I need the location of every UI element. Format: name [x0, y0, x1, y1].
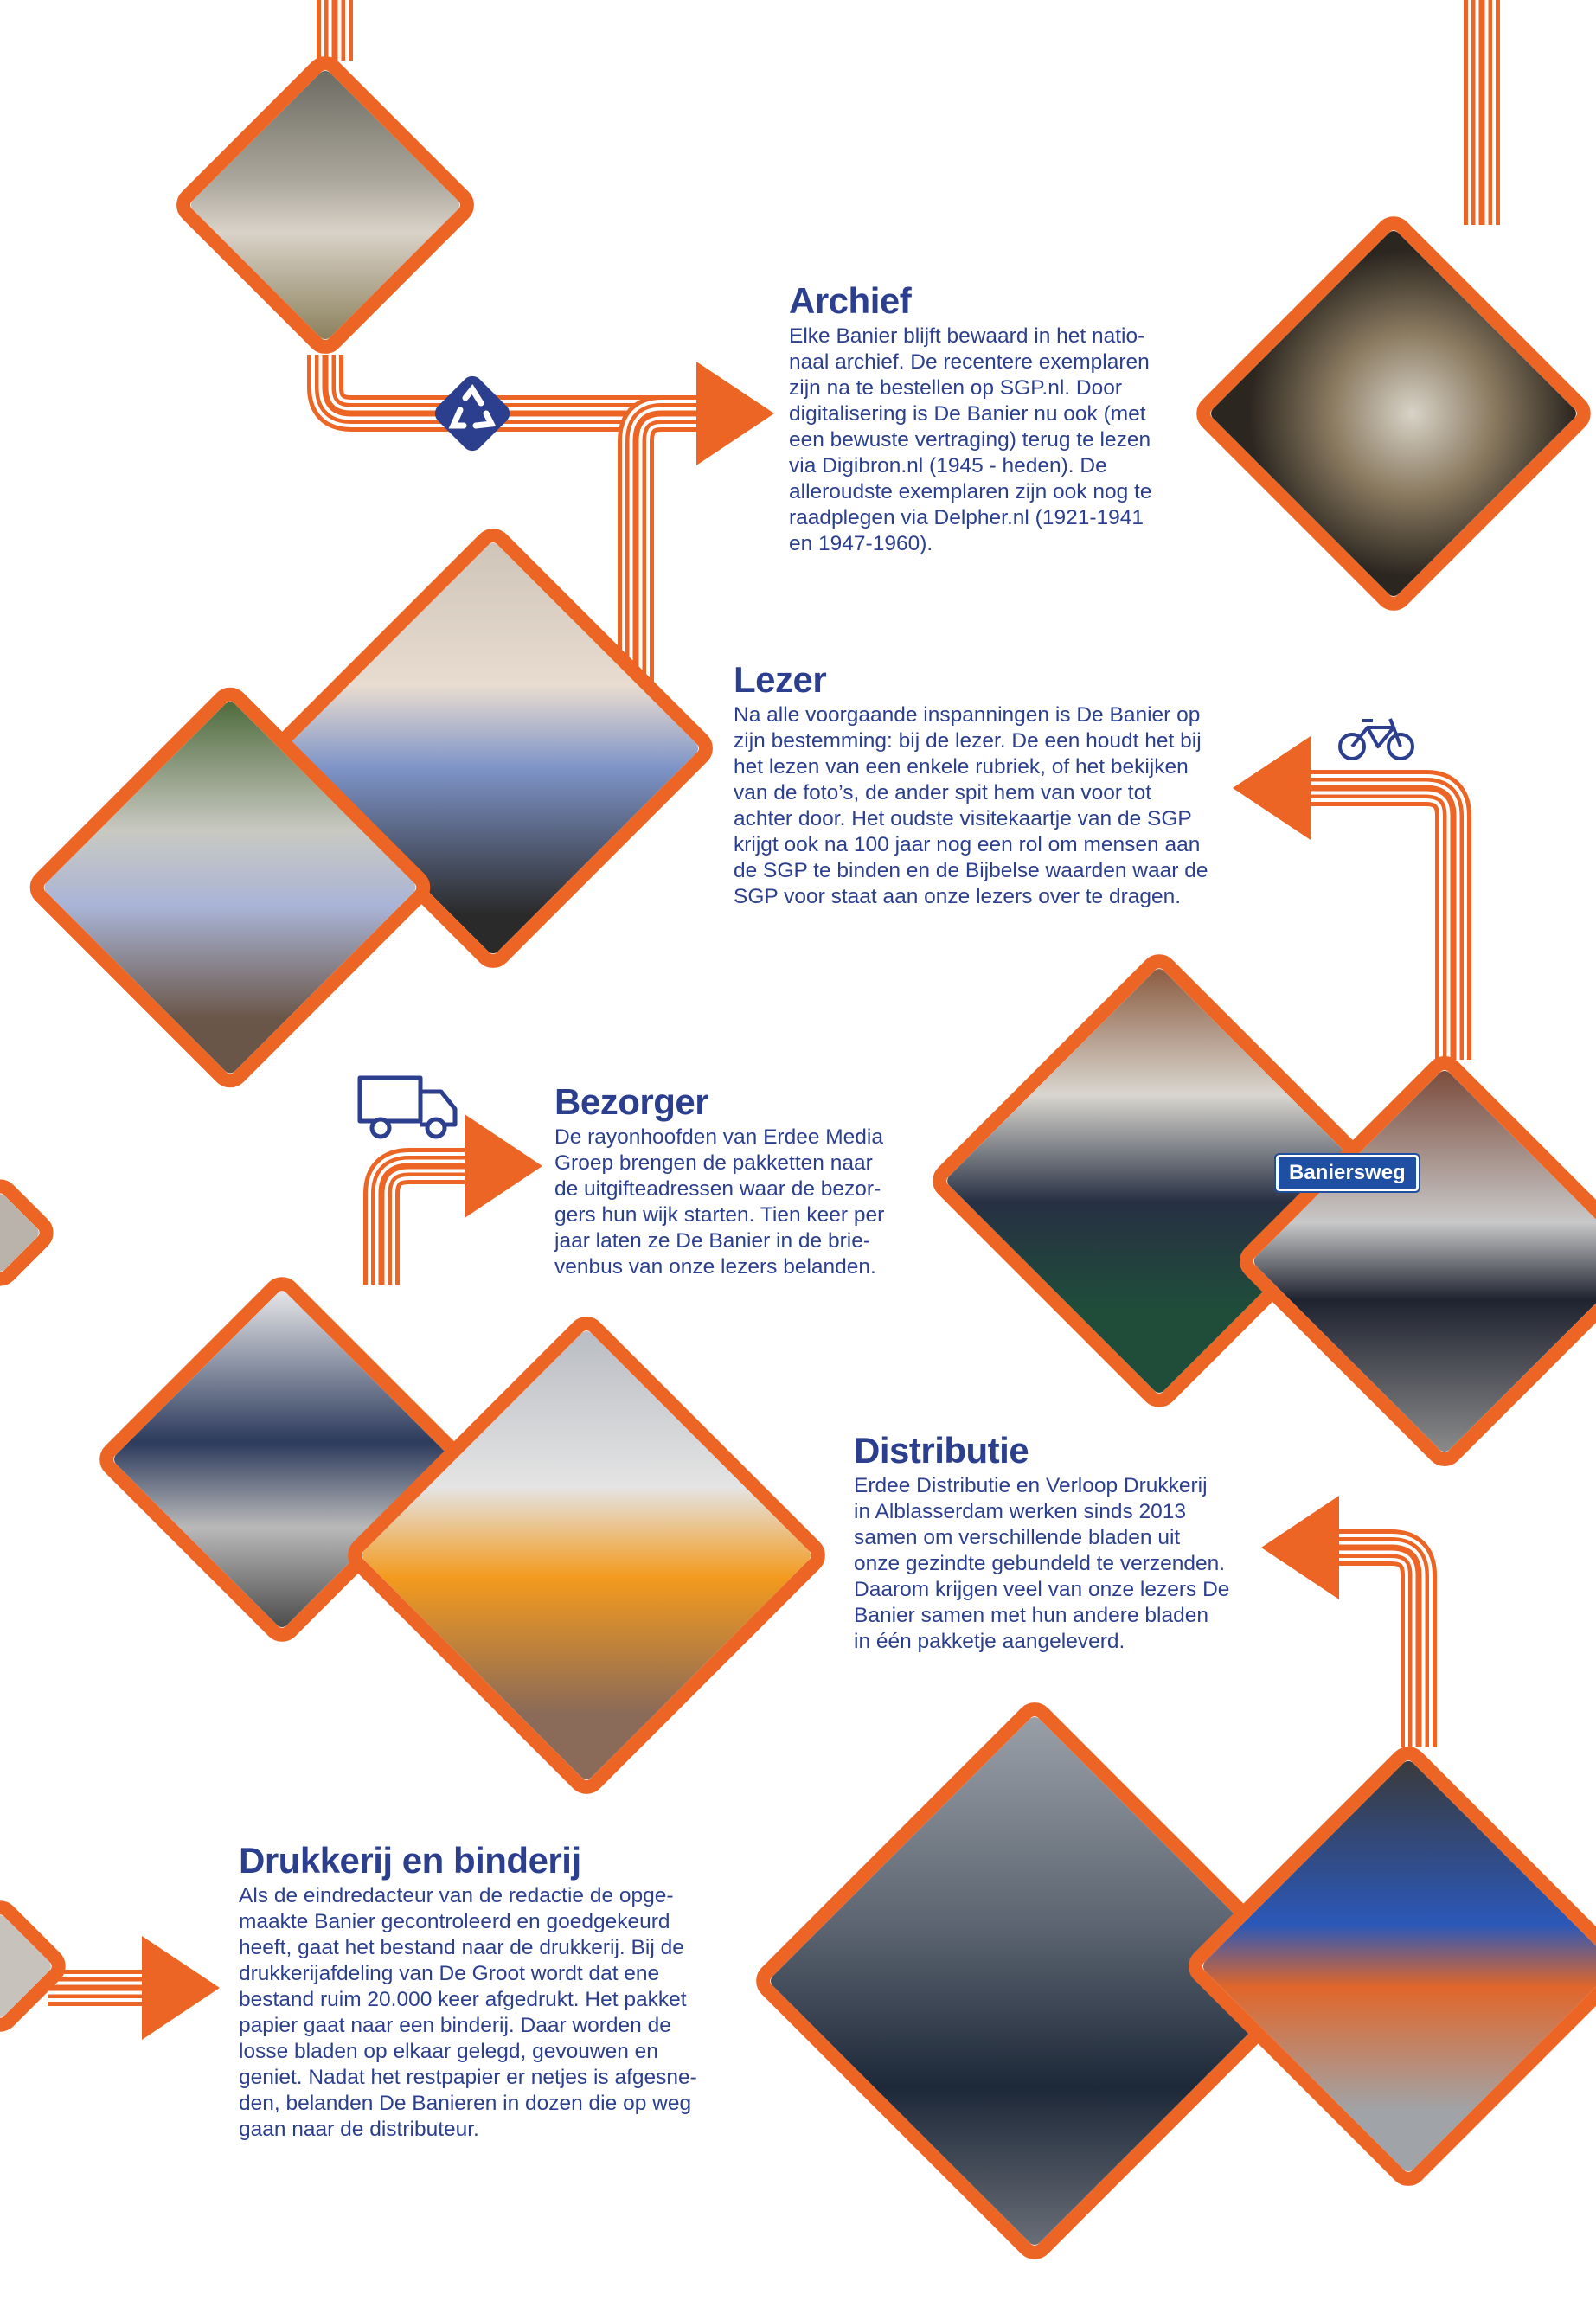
section-archief: Archief Elke Banier blijft bewaard in he… — [789, 280, 1151, 557]
truck-icon — [357, 1075, 458, 1139]
arrow-distributie — [1261, 1496, 1339, 1599]
section-body: Na alle voorgaande inspanningen is De Ba… — [734, 703, 1208, 908]
route-line-stripe — [378, 1163, 493, 1285]
arrow-lezer — [1233, 736, 1311, 840]
section-title: Archief — [789, 280, 912, 321]
section-drukkerij: Drukkerij en binderij Als de eindredacte… — [239, 1840, 697, 2143]
arrow-drukkerij — [142, 1936, 220, 2040]
section-title: Lezer — [734, 659, 827, 700]
route-line-stripe — [632, 410, 705, 683]
recycle-icon — [434, 375, 510, 452]
section-distributie: Distributie Erdee Distributie en Verloop… — [854, 1430, 1229, 1655]
bicycle-icon — [1338, 718, 1414, 760]
route-line-stripe — [1272, 785, 1457, 1060]
section-title: Distributie — [854, 1430, 1029, 1471]
section-lezer: Lezer Na alle voorgaande inspanningen is… — [734, 659, 1208, 910]
arrow-archief — [696, 362, 774, 465]
route-line-stripe — [1298, 1544, 1422, 1747]
route-line-stripe — [322, 355, 705, 417]
section-title: Drukkerij en binderij — [239, 1840, 581, 1881]
route-line-stripe — [625, 403, 705, 683]
arrow-bezorger — [465, 1114, 542, 1218]
section-body: Als de eindredacteur van de redactie de … — [239, 1884, 697, 2141]
section-body: Erdee Distributie en Verloop Drukkerij i… — [854, 1474, 1230, 1653]
section-body: De rayonhoofden van Erdee Media Groep br… — [554, 1125, 885, 1279]
section-bezorger: Bezorger De rayonhoofden van Erdee Media… — [554, 1081, 884, 1280]
section-body: Elke Banier blijft bewaard in het natio-… — [789, 324, 1152, 555]
section-title: Bezorger — [554, 1081, 709, 1122]
street-sign: Baniersweg — [1274, 1153, 1420, 1193]
